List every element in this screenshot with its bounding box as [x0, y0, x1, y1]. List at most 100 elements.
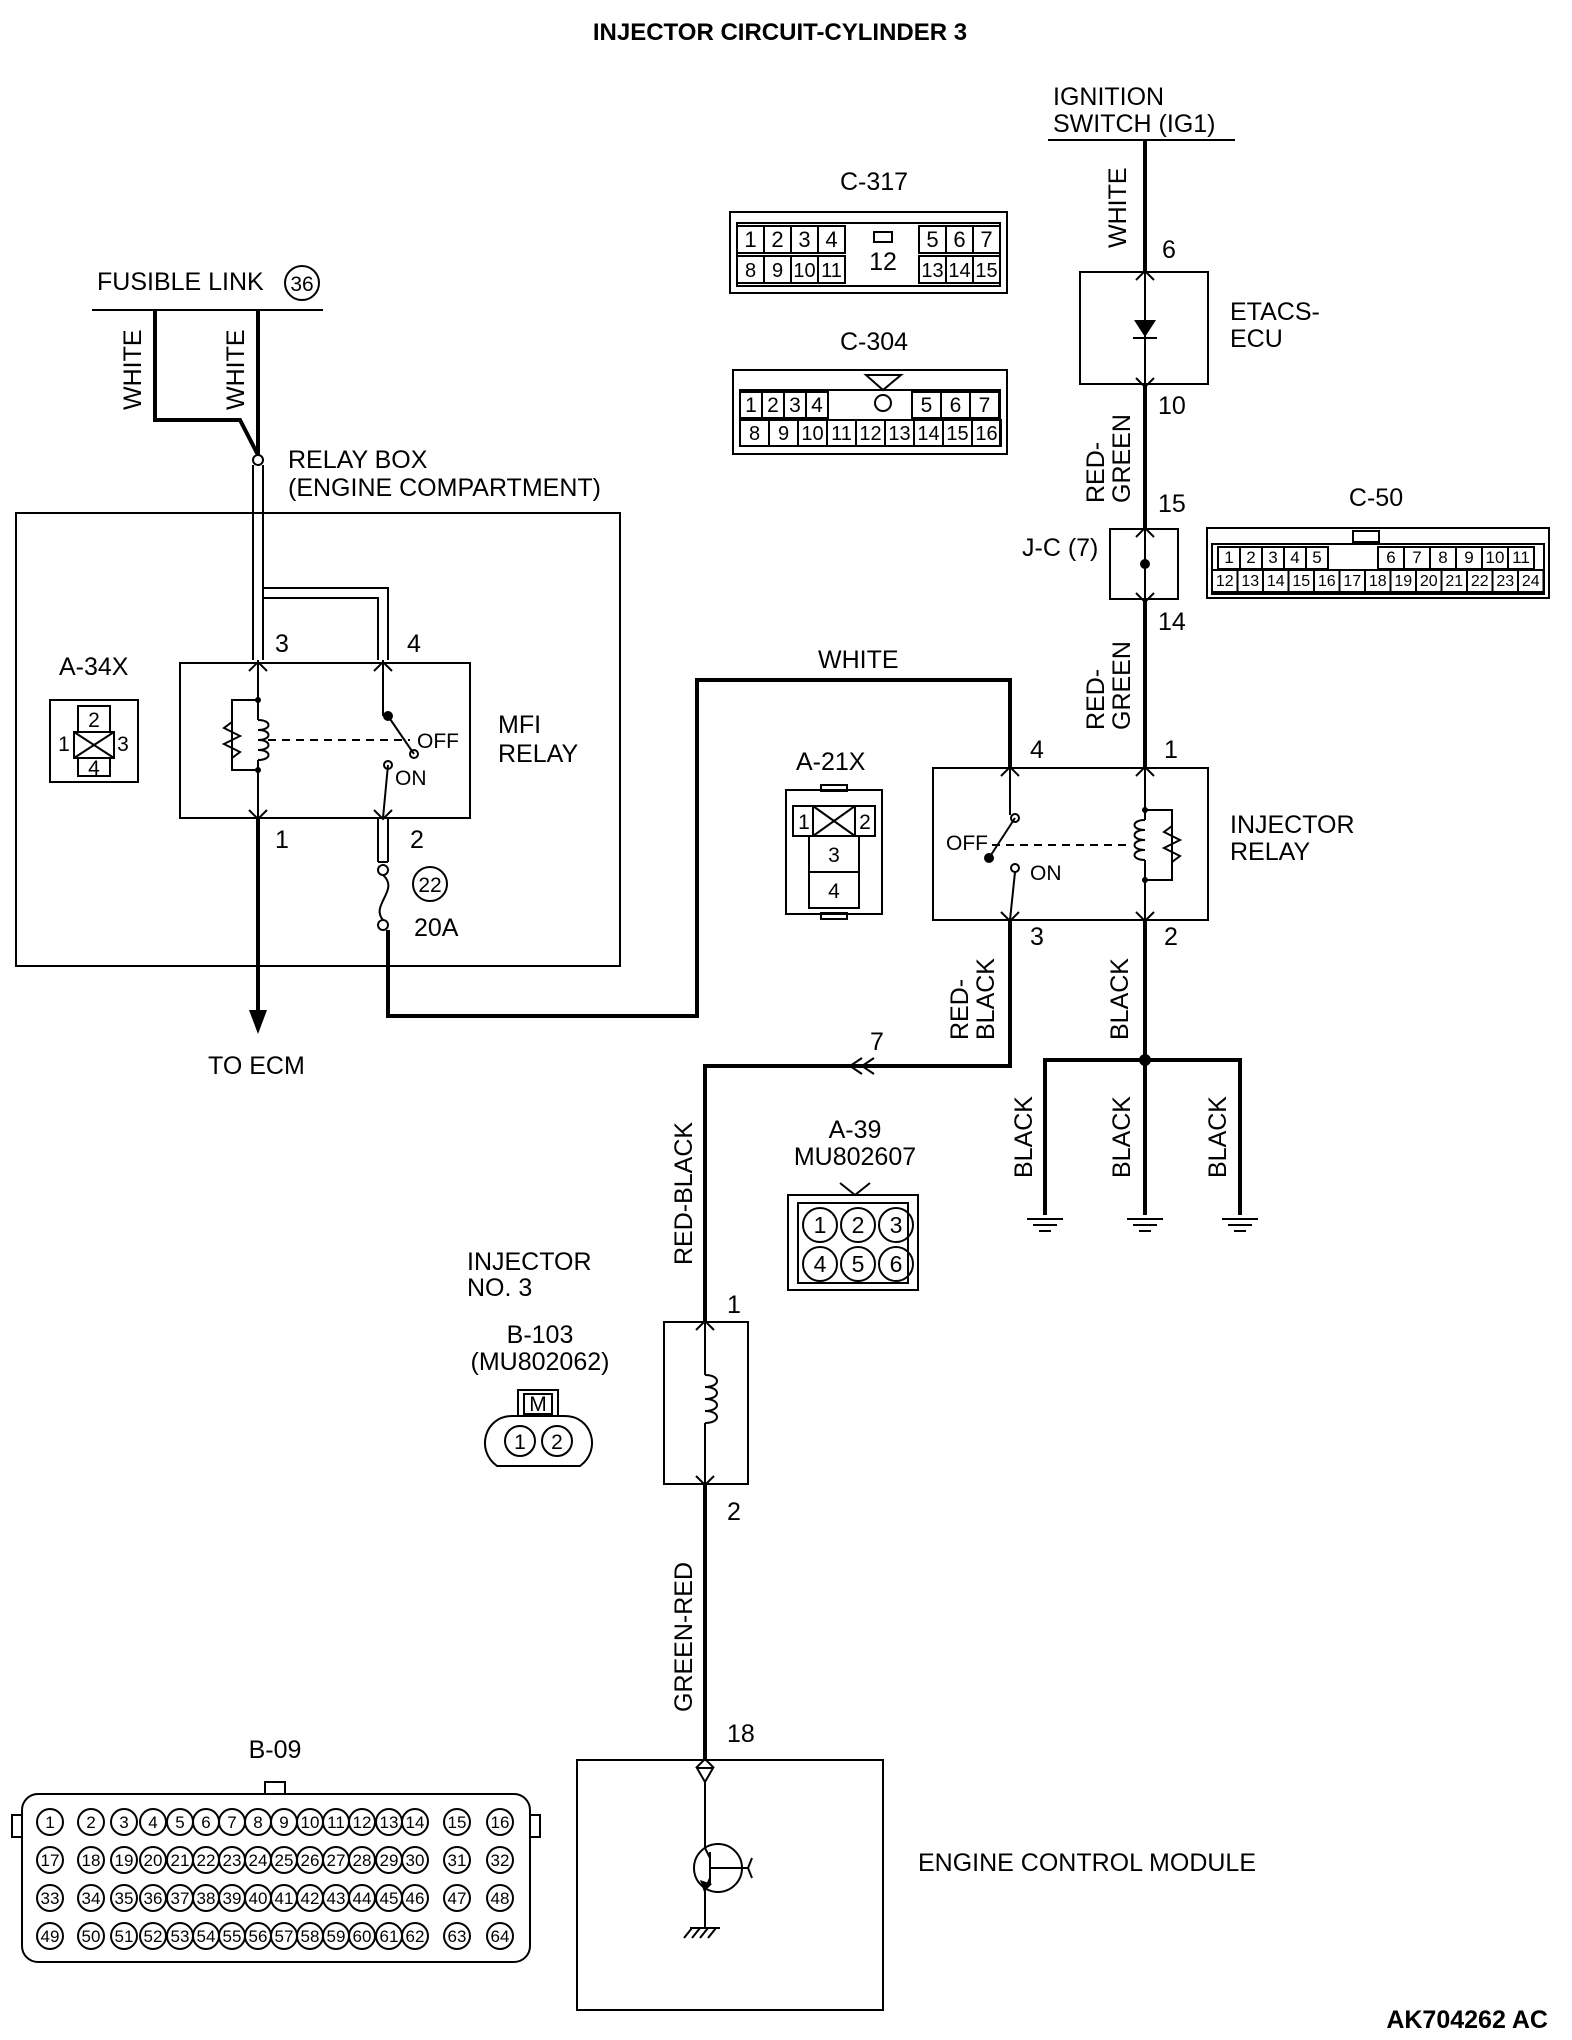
b09-pin-circle	[77, 1846, 105, 1874]
injector-relay-switch-arm	[988, 817, 1016, 859]
b09-pin: 30	[406, 1851, 425, 1870]
injector-relay-off-label: OFF	[946, 832, 988, 855]
wire-label-red-black-lower: RED-BLACK	[670, 1122, 698, 1265]
b09-pin: 44	[353, 1889, 372, 1908]
b09-pin: 45	[380, 1889, 399, 1908]
mfi-relay-on-label: ON	[395, 767, 427, 790]
mfi-relay-pin-4: 4	[407, 630, 421, 658]
b09-pin: 32	[491, 1851, 510, 1870]
b09-pin-circle	[443, 1846, 471, 1874]
c304-pin: 14	[917, 423, 939, 445]
c50-pin: 6	[1386, 548, 1395, 567]
jc-label: J-C (7)	[1022, 534, 1098, 562]
svg-text:M: M	[529, 1393, 547, 1416]
wire-label-black-ground-3: BLACK	[1204, 1096, 1232, 1178]
a39-pin-circle	[878, 1246, 914, 1282]
c317-pin: 15	[975, 260, 997, 282]
b09-pin: 56	[249, 1927, 268, 1946]
connector-b103-label: B-103	[507, 1321, 574, 1349]
etacs-diode-icon	[1134, 320, 1156, 337]
svg-text:4: 4	[88, 757, 100, 780]
c304-pin: 11	[831, 423, 852, 445]
b09-pin: 47	[448, 1889, 467, 1908]
mfi-relay-switch-arm	[387, 715, 415, 755]
b09-pin-circle	[110, 1808, 138, 1836]
injector-relay-pin-3: 3	[1030, 923, 1044, 951]
b09-pin: 36	[144, 1889, 163, 1908]
c317-pin: 5	[926, 227, 938, 252]
c317-cell	[972, 255, 1001, 284]
connector-a21x-label: A-21X	[796, 748, 866, 776]
wire-black-ground-branches	[1043, 1058, 1242, 1215]
b09-pin: 9	[279, 1813, 288, 1832]
b09-pin: 38	[197, 1889, 216, 1908]
wire-label-white-fuse: WHITE	[818, 646, 899, 674]
mfi-relay-off-label: OFF	[417, 730, 459, 753]
svg-text:1: 1	[58, 733, 70, 756]
fusible-link-label: FUSIBLE LINK	[97, 268, 264, 296]
c317-cell	[817, 255, 846, 284]
c304-cell	[969, 391, 1000, 419]
ecm-label: ENGINE CONTROL MODULE	[918, 1849, 1256, 1877]
injector-label-line1: INJECTOR	[467, 1248, 592, 1276]
c50-pin: 11	[1512, 548, 1530, 567]
injector-relay-pin-1: 1	[1164, 736, 1178, 764]
wire-label-white-fl-a: WHITE	[119, 329, 147, 410]
b09-pin: 29	[380, 1851, 399, 1870]
connector-b103-icon: M 1 2	[484, 1389, 593, 1467]
b09-pin: 22	[197, 1851, 216, 1870]
b09-pin-circle	[443, 1808, 471, 1836]
svg-text:3: 3	[117, 733, 129, 756]
connector-b09-label: B-09	[249, 1736, 302, 1764]
mfi-relay-resistor-bridge	[231, 699, 259, 771]
wire-label-black-ground-2: BLACK	[1108, 1096, 1136, 1178]
b09-pin-circle	[77, 1884, 105, 1912]
c50-pin: 16	[1318, 573, 1336, 590]
c304-pin: 13	[888, 423, 910, 445]
wire-white-fl-a	[153, 310, 260, 456]
wire-label-black-ground-1: BLACK	[1010, 1096, 1038, 1178]
splice-7-marker	[848, 1057, 875, 1075]
c304-pin: 6	[950, 394, 962, 417]
diagram-code: AK704262 AC	[1386, 2006, 1548, 2034]
b09-pin-circle	[443, 1922, 471, 1950]
wire-label-white-ig1: WHITE	[1104, 167, 1132, 248]
ecm-box	[576, 1759, 884, 2011]
c50-pin: 7	[1412, 548, 1421, 567]
a39-pin-circle	[878, 1207, 914, 1243]
connector-c317-pin-12: 12	[869, 248, 897, 276]
b09-pin: 52	[144, 1927, 163, 1946]
mfi-relay-pin2-wire	[377, 818, 389, 863]
ground-icon	[1027, 1218, 1258, 1232]
b09-pin-circle	[486, 1808, 514, 1836]
wire-label-black-main: BLACK	[1106, 958, 1134, 1040]
injector-relay-on-label: ON	[1030, 862, 1062, 885]
b09-pin: 15	[448, 1813, 467, 1832]
b09-pin: 59	[327, 1927, 346, 1946]
c50-pin: 4	[1290, 548, 1299, 567]
wire-red-black	[703, 920, 1012, 1322]
b09-pin: 57	[275, 1927, 294, 1946]
c317-pin: 13	[921, 260, 943, 282]
etacs-label-line1: ETACS-	[1230, 298, 1320, 326]
mfi-relay-coil-icon	[257, 719, 270, 761]
ignition-switch-label-line2: SWITCH (IG1)	[1053, 110, 1216, 138]
injector-relay-pin-4: 4	[1030, 736, 1044, 764]
c304-pin: 15	[946, 423, 968, 445]
b09-pin: 37	[171, 1889, 190, 1908]
c304-pin: 7	[979, 394, 991, 417]
splice-pin-7: 7	[870, 1028, 884, 1056]
jc-pin-15: 15	[1158, 490, 1186, 518]
b09-pin: 31	[448, 1851, 467, 1870]
c50-pin: 19	[1394, 573, 1412, 590]
b09-pin-circle	[110, 1884, 138, 1912]
wire-label-green-red: GREEN-RED	[670, 1562, 698, 1712]
etacs-pin-10: 10	[1158, 392, 1186, 420]
transistor-icon	[683, 1843, 753, 1939]
b09-pin: 34	[82, 1889, 101, 1908]
b09-pin: 26	[301, 1851, 320, 1870]
a39-pin-circle	[802, 1246, 838, 1282]
b09-pin: 12	[353, 1813, 372, 1832]
